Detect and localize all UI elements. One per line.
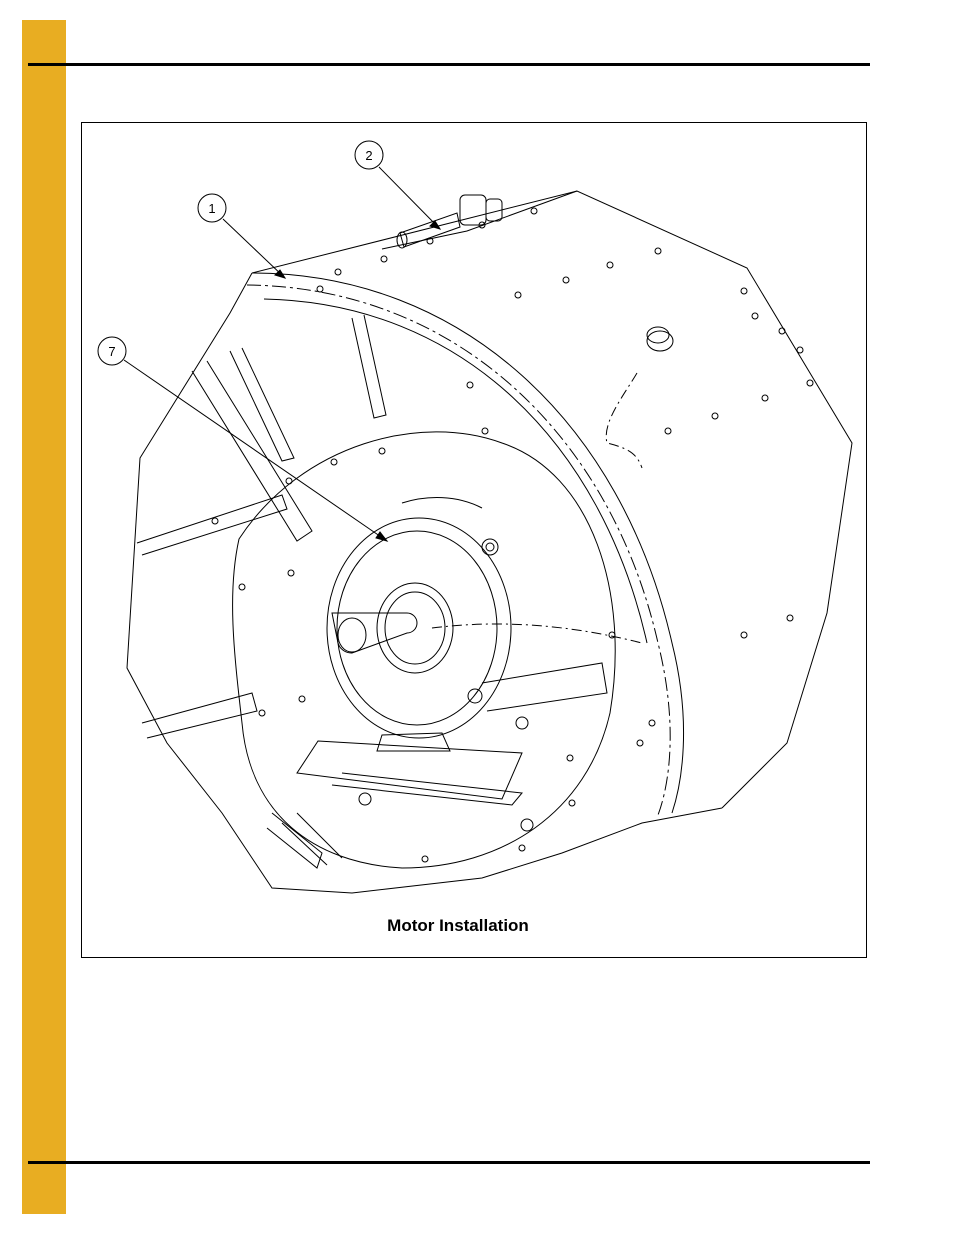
support-struts	[137, 315, 607, 868]
svg-text:2: 2	[365, 148, 372, 163]
callout-leaders	[124, 167, 440, 541]
header-rule	[28, 63, 870, 66]
front-plate	[233, 432, 616, 868]
side-tab-bar	[22, 20, 66, 1214]
bolts	[212, 208, 813, 862]
housing-cap	[647, 327, 673, 351]
svg-text:1: 1	[208, 201, 215, 216]
footer-rule	[28, 1161, 870, 1164]
figure-frame: 1 2 7 Motor Installation	[81, 122, 867, 958]
motor-installation-drawing: 1 2 7	[82, 123, 867, 958]
svg-text:7: 7	[108, 344, 115, 359]
motor-body	[327, 498, 511, 751]
figure-caption: Motor Installation	[81, 916, 850, 936]
callout-7: 7	[98, 337, 126, 365]
pipe-fitting	[397, 195, 502, 248]
callout-1: 1	[198, 194, 226, 222]
callout-2: 2	[355, 141, 383, 169]
housing-outline	[127, 191, 852, 893]
